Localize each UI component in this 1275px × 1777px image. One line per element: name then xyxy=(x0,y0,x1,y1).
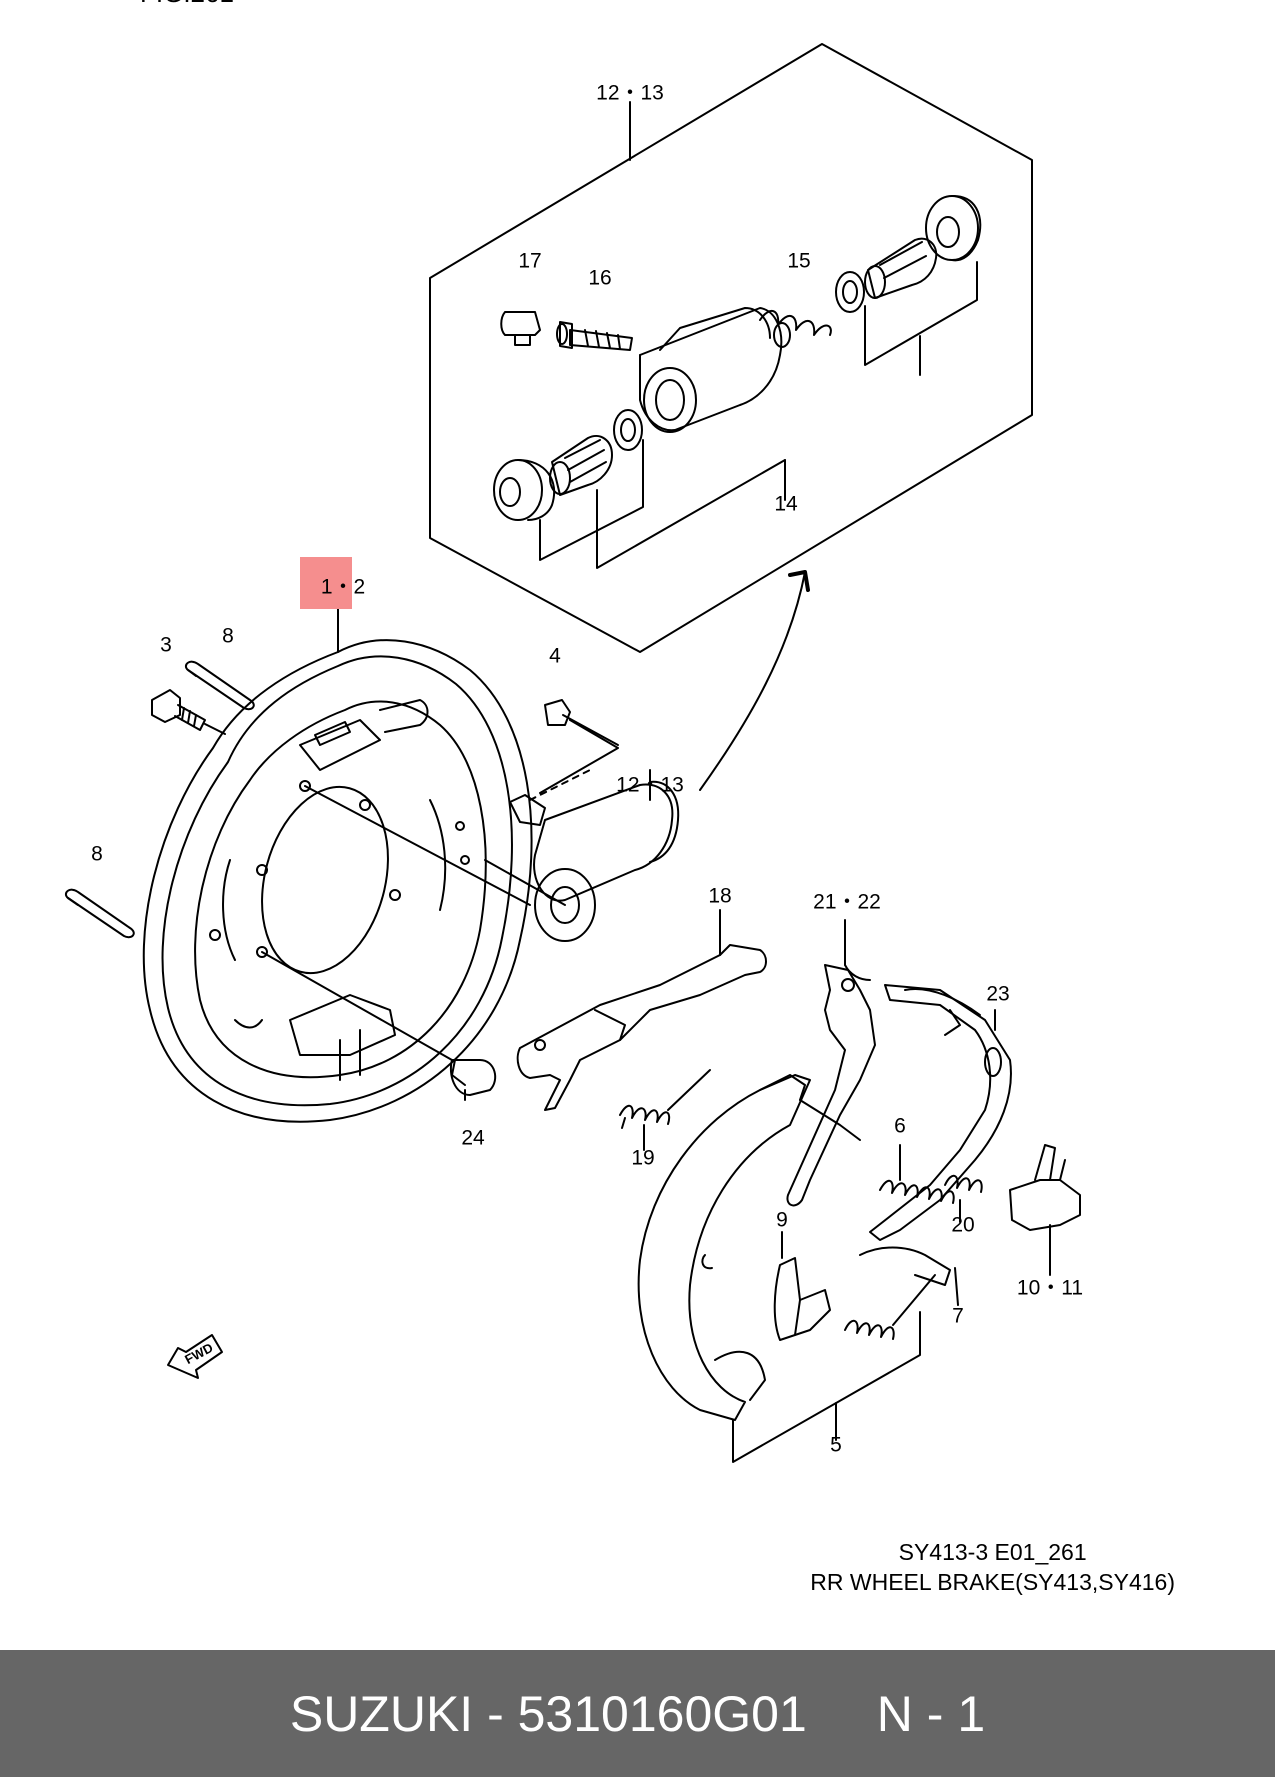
header-cut-text: FIG.261 xyxy=(140,0,234,9)
cylinder-exploded-box xyxy=(429,43,1033,653)
callout-19: 19 xyxy=(631,1146,655,1170)
nut-4 xyxy=(539,699,619,794)
stud-8-top xyxy=(184,660,255,711)
diagram-title: RR WHEEL BRAKE(SY413,SY416) xyxy=(810,1569,1175,1595)
callout-15: 15 xyxy=(787,249,811,273)
brake-shoe-right xyxy=(869,984,1012,1241)
footer-brand-part: SUZUKI - 5310160G01 xyxy=(289,1685,807,1742)
highlighted-part-box xyxy=(300,557,352,609)
callout-18: 18 xyxy=(708,884,732,908)
plug-24 xyxy=(450,1059,497,1101)
callout-8-left: 8 xyxy=(91,842,103,866)
callout-12-13-mid: 12・13 xyxy=(616,773,684,797)
callout-4: 4 xyxy=(549,644,561,668)
callout-24: 24 xyxy=(461,1126,485,1150)
spring-20 xyxy=(944,1174,983,1223)
callout-1-2: 1・2 xyxy=(320,575,366,599)
footer-bar: SUZUKI - 5310160G01 N - 1 xyxy=(0,1650,1275,1777)
cup-ring-right xyxy=(835,271,865,313)
callout-6: 6 xyxy=(894,1114,906,1138)
adjusting-lever xyxy=(786,919,876,1207)
diagram-drawing xyxy=(64,43,1081,1463)
diagram-code: SY413-3 E01_261 xyxy=(898,1539,1087,1565)
callout-8-top: 8 xyxy=(222,624,234,648)
cylinder-spring xyxy=(759,310,832,348)
bracket-14 xyxy=(539,261,978,569)
cup-ring-left xyxy=(613,409,643,451)
spring-6 xyxy=(879,1144,955,1204)
wheel-cylinder-assembly xyxy=(484,769,680,942)
piston-left xyxy=(549,435,613,496)
stud-8-left xyxy=(64,888,135,939)
callout-5: 5 xyxy=(830,1433,842,1457)
fwd-arrow xyxy=(167,1334,223,1379)
piston-cup-left xyxy=(493,459,556,521)
parking-lever-18 xyxy=(516,909,767,1111)
exploded-parts-diagram: 12・13 17 16 15 14 1・2 3 8 4 12・13 8 18 2… xyxy=(64,43,1175,1597)
callout-20: 20 xyxy=(951,1213,975,1237)
callout-10-11: 10・11 xyxy=(1016,1276,1084,1300)
callout-9: 9 xyxy=(776,1208,788,1232)
callout-3: 3 xyxy=(160,633,172,657)
piston-cup-right xyxy=(925,194,982,262)
callout-14: 14 xyxy=(774,492,798,516)
clip-10-11 xyxy=(1009,1144,1081,1276)
retainer-9 xyxy=(773,1231,831,1341)
backing-plate xyxy=(142,607,533,1123)
callout-23: 23 xyxy=(986,982,1010,1006)
brake-shoe-left xyxy=(637,1074,921,1463)
callout-7: 7 xyxy=(952,1304,964,1328)
diagram-caption: SY413-3 E01_261 RR WHEEL BRAKE(SY413,SY4… xyxy=(810,1537,1175,1597)
spring-7 xyxy=(844,1246,959,1340)
bleeder-cap xyxy=(500,311,541,346)
bleeder-screw xyxy=(556,321,633,351)
footer-suffix: N - 1 xyxy=(876,1685,986,1742)
cylinder-body xyxy=(639,307,783,433)
callout-12-13-top: 12・13 xyxy=(596,81,664,105)
callout-17: 17 xyxy=(518,249,542,273)
callout-16: 16 xyxy=(588,266,612,290)
piston-right xyxy=(864,237,938,299)
callout-21-22: 21・22 xyxy=(813,890,881,914)
bolt-3 xyxy=(151,689,226,735)
spring-19 xyxy=(619,1069,711,1151)
